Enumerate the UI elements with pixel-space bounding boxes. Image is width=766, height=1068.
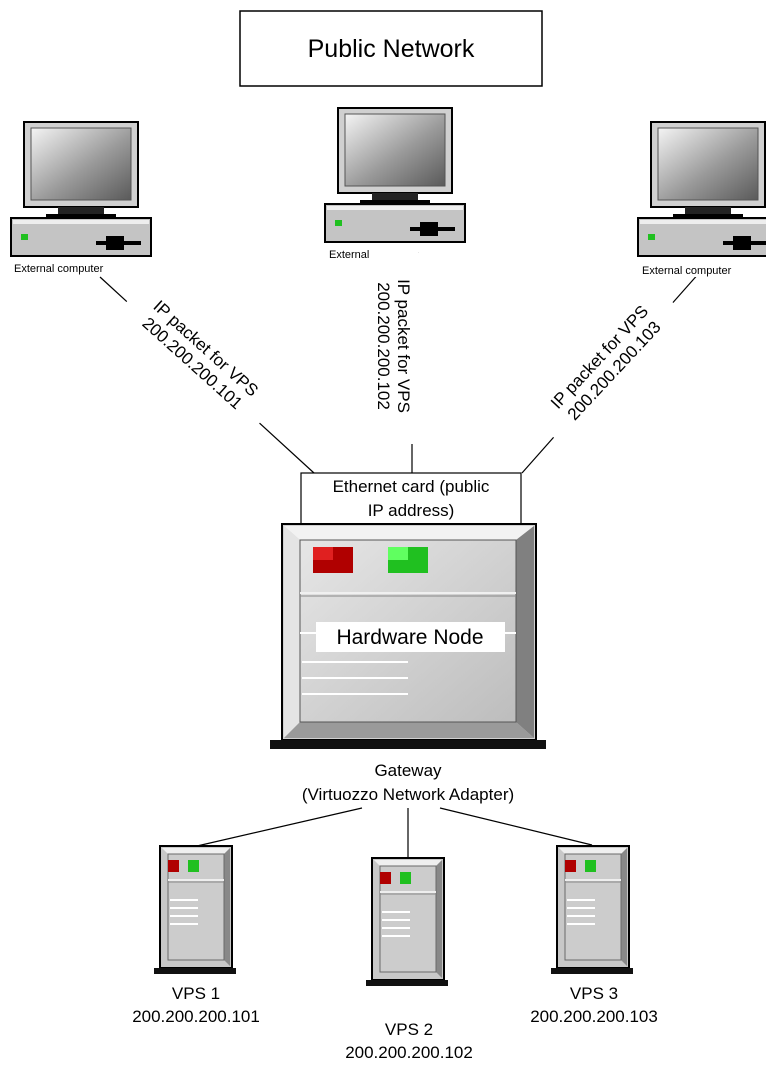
ethernet-card-label-line2: IP address) (368, 501, 455, 520)
external-computer-left: External computer (10, 121, 152, 275)
hardware-node-label: Hardware Node (336, 626, 483, 649)
vps-2-ip: 200.200.200.102 (345, 1043, 473, 1062)
external-computer-right: External computer (637, 121, 766, 277)
vps-lines (196, 807, 593, 858)
ethernet-card-box (300, 472, 522, 525)
packet-label-1: IP packet for VPS 200.200.200.101 (117, 277, 283, 433)
vps-2: VPS 2 200.200.200.102 (345, 857, 473, 1062)
vps-2-name: VPS 2 (385, 1020, 433, 1039)
vps-3: VPS 3 200.200.200.103 (530, 845, 658, 1026)
gateway-label-line2: (Virtuozzo Network Adapter) (302, 785, 514, 804)
vps-1-ip: 200.200.200.101 (132, 1007, 260, 1026)
ethernet-card-label-line1: Ethernet card (public (333, 477, 490, 496)
vps-3-name: VPS 3 (570, 984, 618, 1003)
external-computer-center: External computer (324, 107, 466, 261)
gateway-label-line1: Gateway (374, 761, 442, 780)
vps-3-ip: 200.200.200.103 (530, 1007, 658, 1026)
vps-1: VPS 1 200.200.200.101 (132, 845, 260, 1026)
svg-text:IP packet for VPS: IP packet for VPS (394, 279, 413, 413)
public-network-box (239, 10, 543, 87)
public-network-title: Public Network (308, 35, 475, 63)
packet-label-3: IP packet for VPS 200.200.200.103 (527, 281, 685, 445)
external-computer-label: External computer (14, 263, 104, 275)
external-computer-label: External computer (642, 265, 732, 277)
hardware-node: Hardware Node (270, 523, 546, 749)
packet-label-2: IP packet for VPS 200.200.200.102 (372, 248, 418, 444)
vps-1-name: VPS 1 (172, 984, 220, 1003)
svg-text:200.200.200.102: 200.200.200.102 (374, 282, 393, 410)
